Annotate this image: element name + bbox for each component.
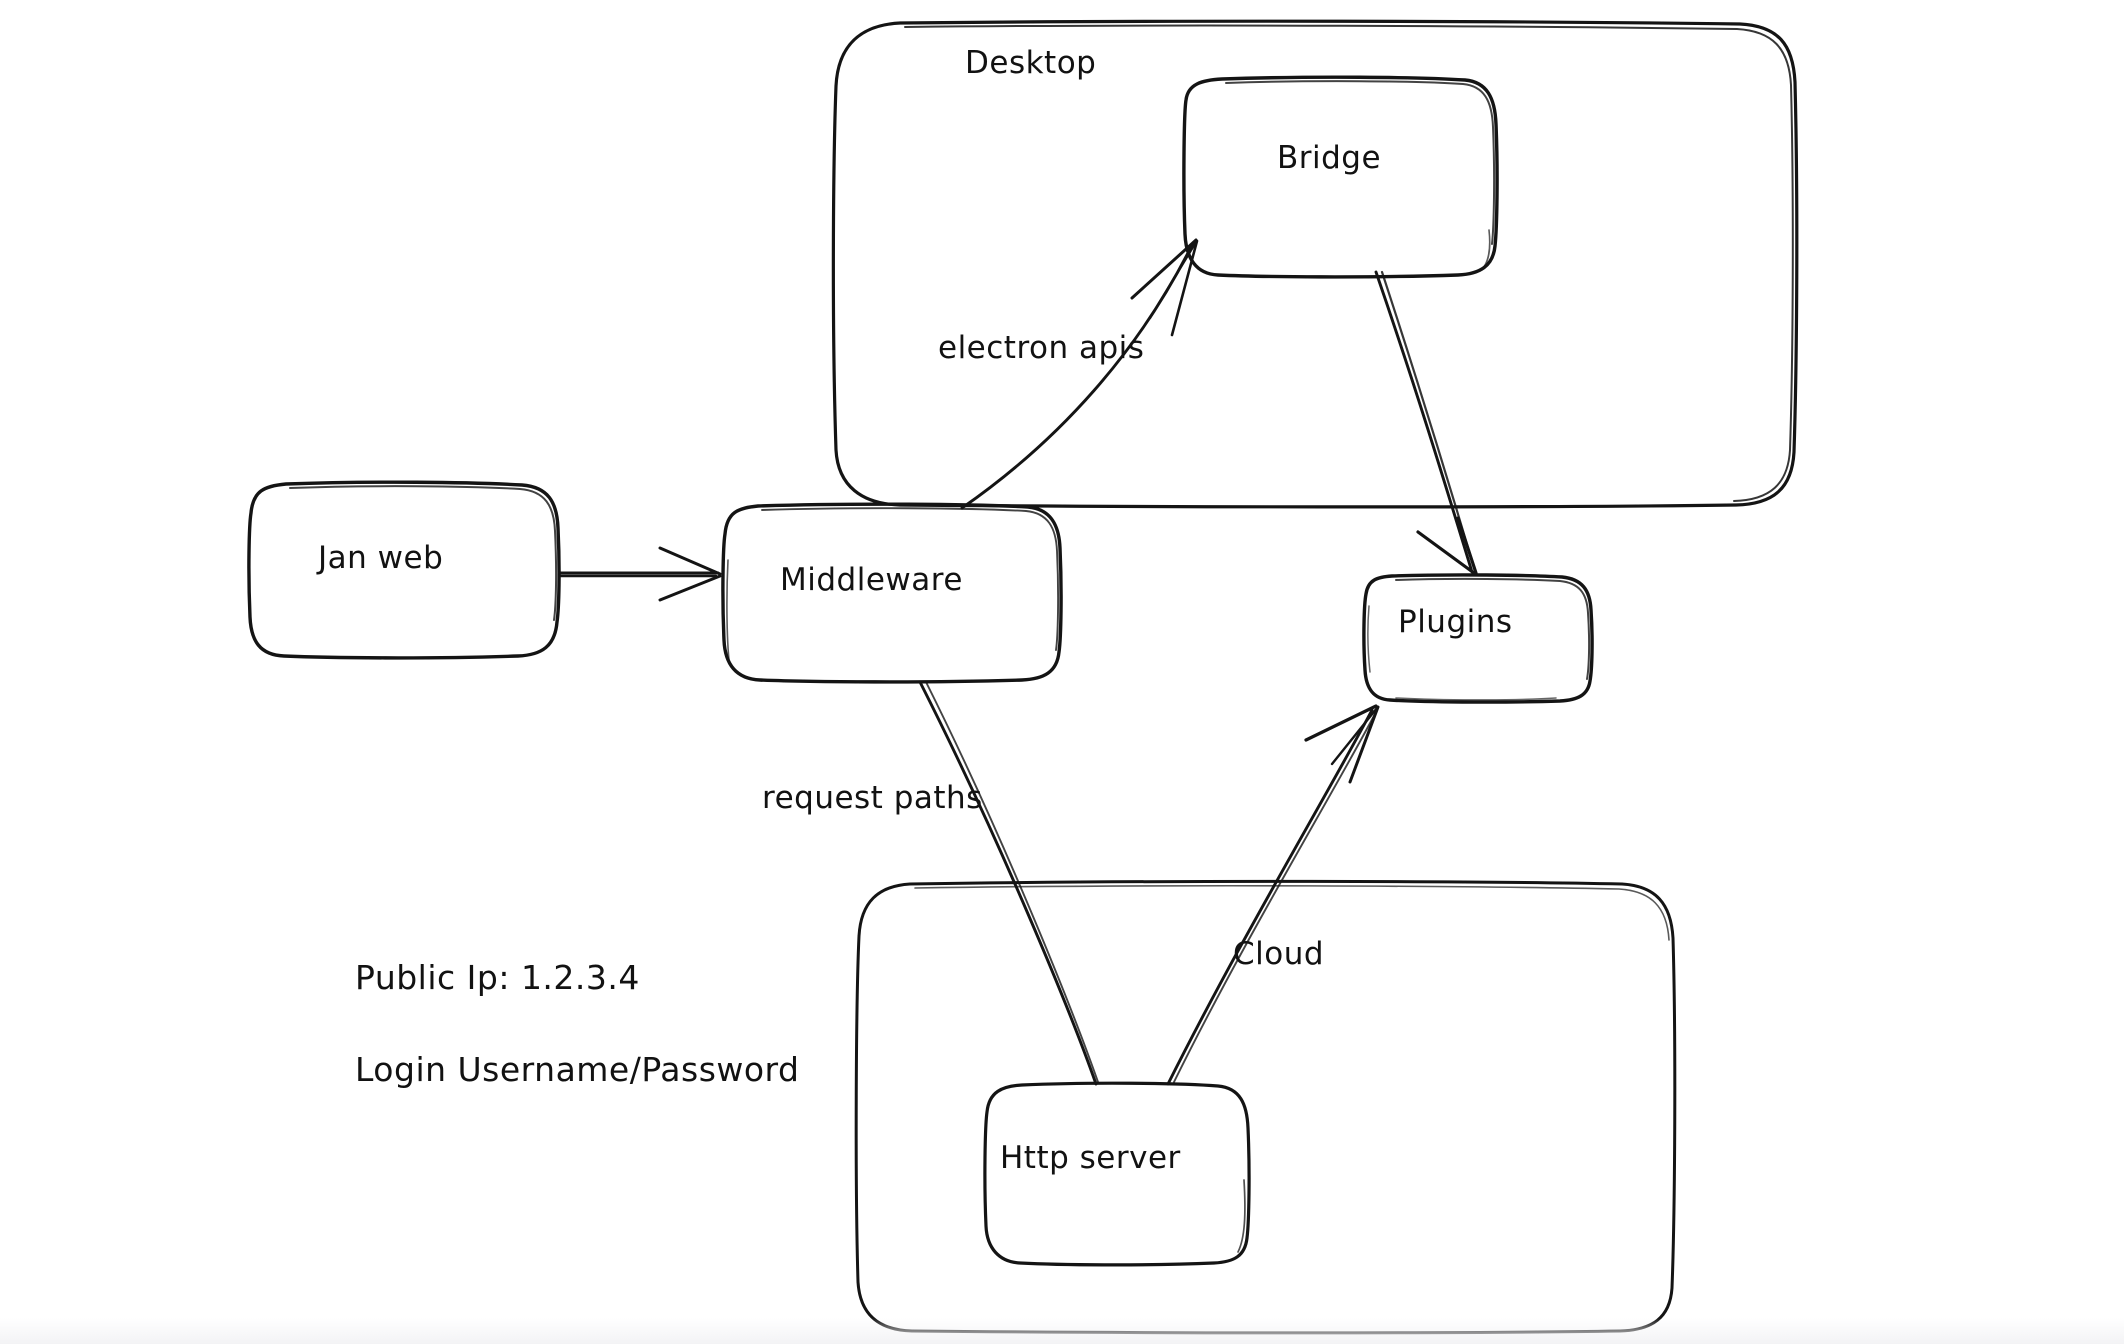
node-label-middleware: Middleware [780, 562, 963, 598]
note-access-credentials: Public Ip: 1.2.3.4 Login Username/Passwo… [355, 955, 800, 1089]
edge-label-cloud: Cloud [1233, 936, 1325, 972]
node-label-jan-web: Jan web [318, 540, 444, 576]
group-label-desktop: Desktop [965, 45, 1097, 81]
note-line-public-ip: Public Ip: 1.2.3.4 [355, 958, 640, 997]
edge-label-request-paths: request paths [762, 780, 983, 816]
node-label-http-server: Http server [1000, 1140, 1181, 1176]
group-desktop-border [831, 19, 1799, 509]
note-line-login: Login Username/Password [355, 1050, 800, 1089]
edge-http-server-to-plugins [1166, 704, 1380, 1086]
edge-janweb-to-middleware [557, 546, 722, 602]
edge-middleware-to-http-server [918, 680, 1099, 1086]
edge-bridge-to-plugins [1374, 270, 1478, 575]
node-bridge-border[interactable] [1182, 75, 1499, 279]
node-plugins-border[interactable] [1362, 573, 1594, 704]
node-label-plugins: Plugins [1398, 604, 1513, 640]
node-middleware-border[interactable] [721, 502, 1063, 684]
node-label-bridge: Bridge [1277, 140, 1382, 176]
edge-middleware-to-bridge [960, 238, 1199, 510]
edge-label-electron-apis: electron apis [938, 330, 1145, 366]
node-jan-web-border[interactable] [247, 480, 561, 660]
node-http-server-border[interactable] [983, 1081, 1251, 1267]
